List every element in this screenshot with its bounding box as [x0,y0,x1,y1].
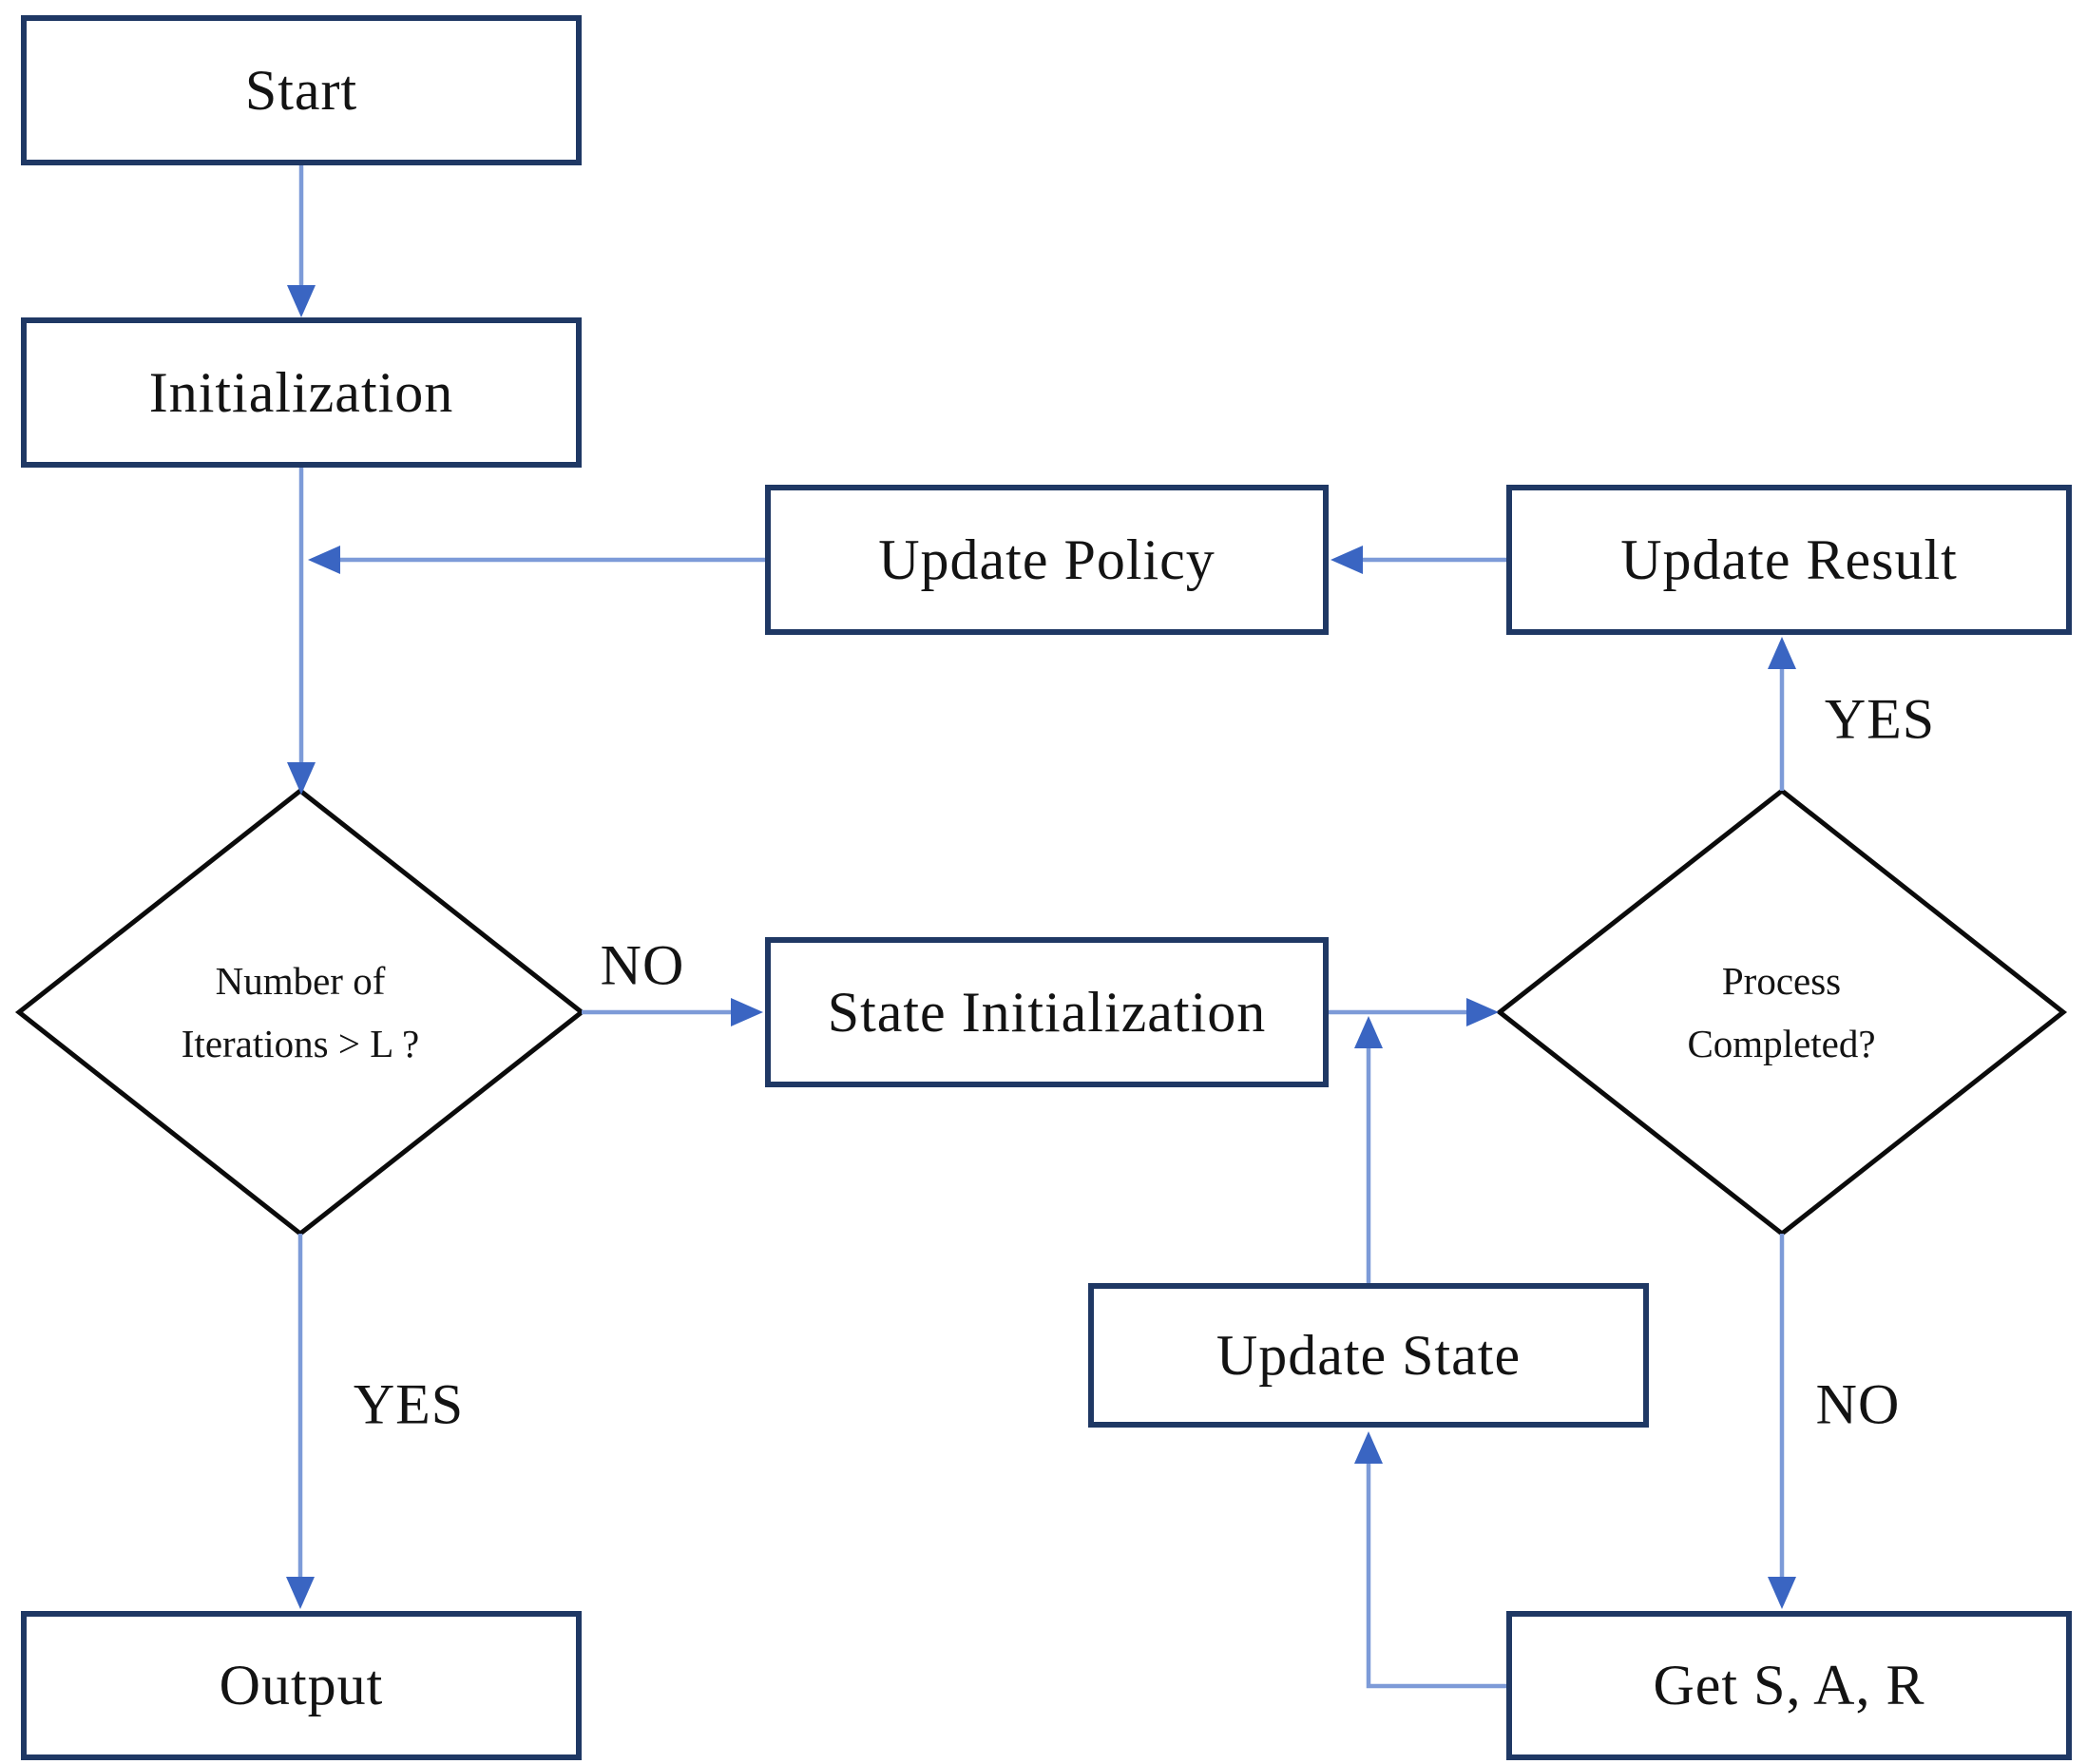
decision-label-line1: Process [1721,958,1842,1003]
node-label: Update Policy [878,527,1216,591]
arrowhead-left-icon [1331,546,1363,574]
edge-update-state-to-process-line [1354,1016,1383,1283]
flowchart-node-process-decision: Process Completed? [1500,791,2063,1234]
flowchart-node-iterations-decision: Number of Iterations > L ? [19,791,582,1234]
node-label: Get S, A, R [1653,1654,1925,1716]
arrowhead-down-icon [286,1577,315,1609]
decision-label-line1: Number of [215,958,386,1003]
arrowhead-up-icon [1768,637,1796,669]
edge-update-policy-to-main-line [308,546,765,574]
edge-initialization-to-iterations [287,468,316,795]
edge-label-iterations-no: NO [600,933,685,997]
edge-label-process-no: NO [1815,1372,1901,1436]
edge-label-process-yes: YES [1824,687,1936,751]
node-label: Initialization [148,360,454,424]
arrowhead-down-icon [287,762,316,795]
edge-label-iterations-yes: YES [353,1372,465,1436]
edge-iterations-no-to-state-initialization [582,998,763,1026]
edge-get-sar-to-update-state [1354,1431,1506,1689]
flowchart-node-update-result: Update Result [1506,485,2072,635]
edge-process-no-to-get-sar [1768,1234,1796,1609]
node-label: Update State [1216,1323,1522,1387]
arrowhead-right-icon [731,998,763,1026]
flowchart-node-update-state: Update State [1088,1283,1649,1428]
node-label: State Initialization [827,980,1267,1044]
edge-update-result-to-update-policy [1331,546,1506,574]
flowchart-node-state-initialization: State Initialization [765,937,1329,1087]
arrowhead-up-icon [1354,1431,1383,1464]
edge-iterations-yes-to-output [286,1234,315,1609]
node-label: Start [244,58,358,122]
arrowhead-down-icon [1768,1577,1796,1609]
flowchart-node-start: Start [21,15,582,165]
flowchart-node-output: Output [21,1611,582,1760]
arrowhead-up-icon [1354,1016,1383,1048]
edge-start-to-initialization [287,165,316,317]
arrowhead-right-icon [1466,998,1499,1026]
decision-label-line2: Iterations > L ? [181,1022,420,1065]
node-label: Update Result [1620,527,1958,591]
decision-label-line2: Completed? [1687,1022,1876,1065]
arrowhead-down-icon [287,285,316,317]
arrowhead-left-icon [308,546,340,574]
flowchart-node-update-policy: Update Policy [765,485,1329,635]
flowchart-node-get-sar: Get S, A, R [1506,1611,2072,1760]
edge-state-initialization-to-process [1329,998,1499,1026]
node-label: Output [219,1654,384,1716]
edge-process-yes-to-update-result [1768,637,1796,791]
flowchart-node-initialization: Initialization [21,317,582,468]
